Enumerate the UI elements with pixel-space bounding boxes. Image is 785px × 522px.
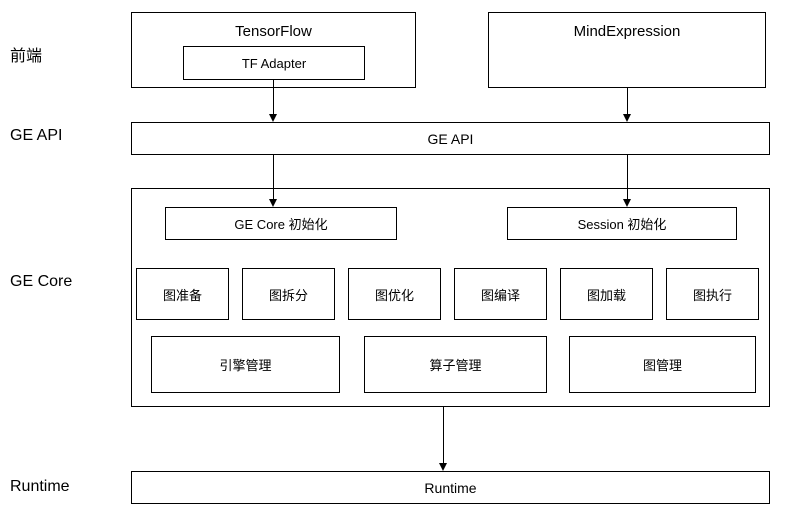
ge-api-bar: GE API (131, 122, 770, 155)
function-box-label: 图编译 (480, 287, 520, 303)
management-box-engine: 引擎管理 (151, 336, 340, 393)
management-box-graph: 图管理 (569, 336, 756, 393)
function-box-graph-load: 图加载 (560, 268, 653, 320)
session-init-box: Session 初始化 (507, 207, 737, 240)
function-box-label: 图加载 (586, 287, 626, 303)
mindexpression-label: MindExpression (573, 23, 681, 40)
function-box-label: 图执行 (692, 287, 732, 303)
ge-api-bar-label: GE API (427, 130, 474, 147)
function-box-label: 图准备 (162, 287, 202, 303)
arrow-ge-api-to-session-init (623, 155, 632, 207)
tf-adapter-box: TF Adapter (183, 46, 365, 80)
function-box-graph-optimize: 图优化 (348, 268, 441, 320)
runtime-bar: Runtime (131, 471, 770, 504)
management-box-label: 引擎管理 (219, 358, 272, 373)
arrow-head-icon (439, 463, 447, 471)
arrow-ge-core-to-runtime (439, 407, 448, 471)
arrow-ge-api-to-ge-core-init (269, 155, 278, 207)
arrow-head-icon (623, 199, 631, 207)
function-box-label: 图拆分 (268, 287, 308, 303)
row-label-ge-api: GE API (10, 127, 63, 144)
management-box-label: 图管理 (642, 358, 682, 373)
arrow-head-icon (269, 114, 277, 122)
function-box-graph-compile: 图编译 (454, 268, 547, 320)
row-label-runtime: Runtime (10, 478, 70, 495)
ge-core-init-box: GE Core 初始化 (165, 207, 397, 240)
tensorflow-box: TensorFlow TF Adapter (131, 12, 416, 88)
function-box-graph-execute: 图执行 (666, 268, 759, 320)
ge-core-container: GE Core 初始化 Session 初始化 图准备 图拆分 图优化 图编译 … (131, 188, 770, 407)
function-box-label: 图优化 (374, 287, 414, 303)
tensorflow-label: TensorFlow (235, 23, 312, 40)
tf-adapter-label: TF Adapter (241, 55, 307, 71)
ge-core-init-label: GE Core 初始化 (234, 217, 328, 232)
row-label-ge-core: GE Core (10, 273, 73, 290)
arrow-mindexpression-to-ge-api (623, 88, 632, 122)
function-box-graph-split: 图拆分 (242, 268, 335, 320)
runtime-bar-label: Runtime (424, 479, 477, 496)
management-box-label: 算子管理 (429, 358, 482, 373)
session-init-label: Session 初始化 (577, 217, 667, 232)
function-box-graph-prepare: 图准备 (136, 268, 229, 320)
row-label-frontend: 前端 (10, 48, 43, 65)
management-box-operator: 算子管理 (364, 336, 547, 393)
arrow-tf-adapter-to-ge-api (269, 80, 278, 122)
arrow-head-icon (623, 114, 631, 122)
mindexpression-box: MindExpression (488, 12, 766, 88)
arrow-head-icon (269, 199, 277, 207)
